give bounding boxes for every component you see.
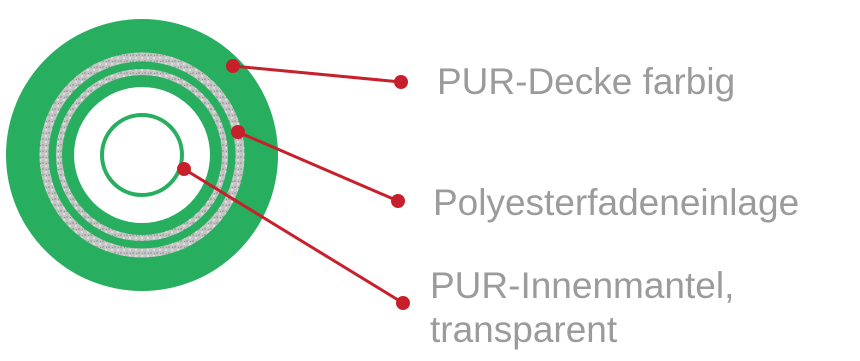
label-inner-liner-line2: transparent [430, 309, 618, 350]
callout-line-middle [237, 130, 399, 203]
inner-liner-area [74, 87, 210, 223]
callout-dot-middle-end [391, 194, 405, 208]
callout-dot-outer-start [226, 59, 240, 73]
label-inner-liner-line1: PUR-Innenmantel, [430, 265, 735, 306]
callout-line-inner [183, 167, 404, 305]
label-inner-liner: PUR-Innenmantel, transparent [430, 264, 734, 352]
label-outer-jacket: PUR-Decke farbig [437, 61, 736, 102]
callout-line-outer [232, 64, 402, 84]
braid-outer-ring [39, 52, 245, 258]
braid-inner-ring [56, 69, 228, 241]
callout-dot-inner-end [396, 296, 410, 310]
callout-dot-outer-end [394, 75, 408, 89]
callout-dot-middle-start [231, 125, 245, 139]
inner-liner-ring [100, 113, 184, 197]
callout-dot-inner-start [177, 162, 191, 176]
label-polyester-braid: Polyesterfadeneinlage [433, 182, 800, 223]
